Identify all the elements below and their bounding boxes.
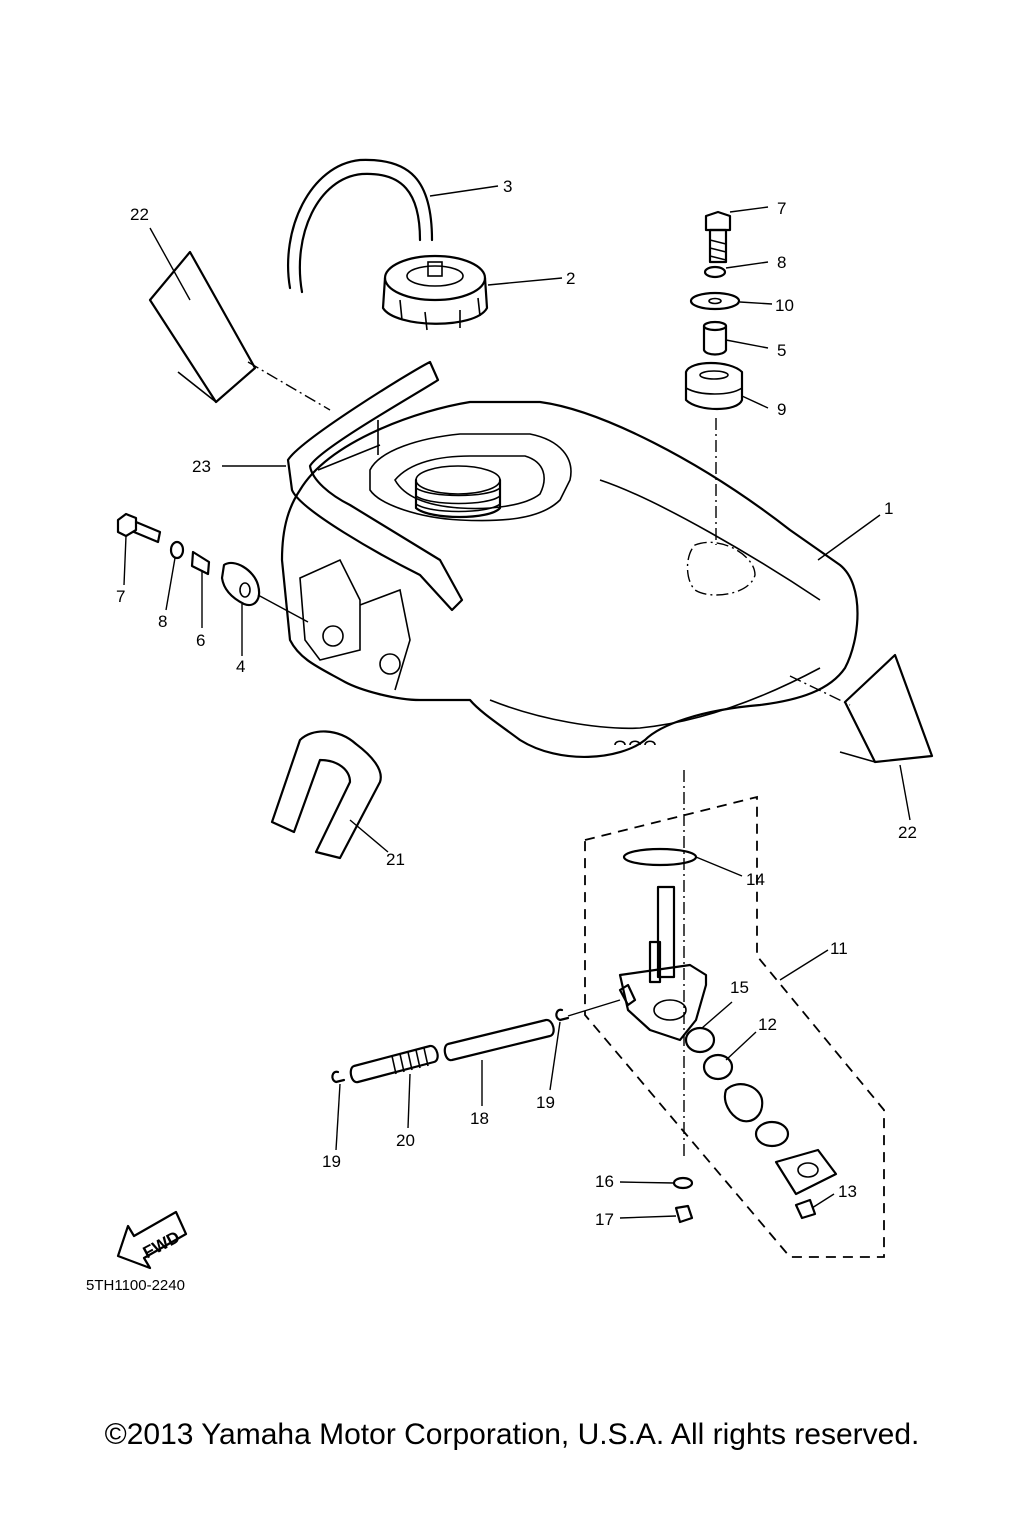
fuel-tank-part [280, 400, 859, 758]
callout-5: 5 [777, 341, 786, 360]
callout-8-left: 8 [158, 612, 167, 631]
fwd-arrow-icon: FWD [116, 1210, 188, 1270]
fwd-label: FWD [140, 1227, 183, 1262]
fuel-cap-part [381, 254, 489, 331]
callout-22-lower: 22 [898, 823, 917, 842]
callout-22-upper: 22 [130, 205, 149, 224]
callout-4: 4 [236, 657, 245, 676]
mount-hardware-upper [684, 210, 744, 545]
callout-7-upper: 7 [777, 199, 786, 218]
clip-part [270, 730, 382, 860]
callouts: 1 2 3 4 5 6 7 7 8 8 9 10 11 12 13 14 15 … [116, 177, 917, 1229]
callout-7-left: 7 [116, 587, 125, 606]
breather-hose-part [287, 158, 434, 294]
callout-17: 17 [595, 1210, 614, 1229]
callout-20: 20 [396, 1131, 415, 1150]
tank-pad-left-part [148, 250, 331, 411]
callout-1: 1 [884, 499, 893, 518]
callout-2: 2 [566, 269, 575, 288]
callout-11: 11 [830, 939, 848, 958]
hose-part [331, 999, 621, 1084]
callout-16: 16 [595, 1172, 614, 1191]
diagram-code: 5TH1100-2240 [86, 1277, 185, 1294]
mount-hardware-left [116, 512, 309, 623]
callout-9: 9 [777, 400, 786, 419]
callout-21: 21 [386, 850, 405, 869]
callout-15: 15 [730, 978, 749, 997]
leader-lines [123, 185, 911, 1219]
callout-10: 10 [775, 296, 794, 315]
bracket-part [286, 360, 464, 612]
callout-18: 18 [470, 1109, 489, 1128]
callout-12: 12 [758, 1015, 777, 1034]
fuel-cock-assembly-part [584, 770, 885, 1258]
callout-23: 23 [192, 457, 211, 476]
callout-8-upper: 8 [777, 253, 786, 272]
callout-13: 13 [838, 1182, 857, 1201]
callout-14: 14 [746, 870, 765, 889]
callout-19-right: 19 [536, 1093, 555, 1112]
callout-6: 6 [196, 631, 205, 650]
callout-19-left: 19 [322, 1152, 341, 1171]
copyright-notice: ©2013 Yamaha Motor Corporation, U.S.A. A… [104, 1418, 920, 1451]
tank-pad-right-part [789, 653, 934, 764]
callout-3: 3 [503, 177, 512, 196]
